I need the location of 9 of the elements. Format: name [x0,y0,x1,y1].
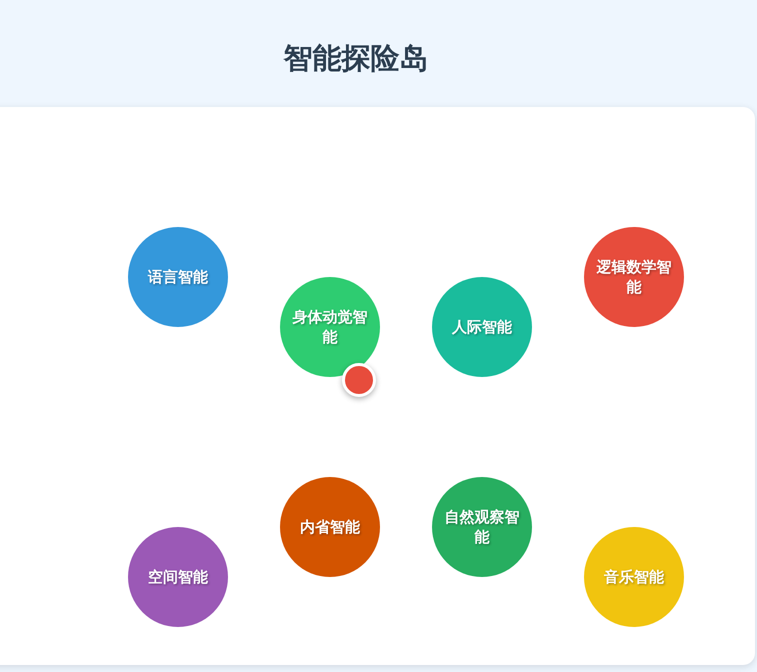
page-title: 智能探险岛 [282,40,430,77]
circle-label: 身体动觉智能 [292,307,368,347]
circle-label: 语言智能 [146,267,209,287]
circle-label: 内省智能 [299,517,361,537]
circle-label: 逻辑数学智能 [596,257,672,297]
circle-label: 音乐智能 [603,567,665,587]
circle-label: 空间智能 [147,567,209,587]
circle-label: 人际智能 [450,317,513,337]
circle-label: 自然观察智能 [444,507,520,547]
